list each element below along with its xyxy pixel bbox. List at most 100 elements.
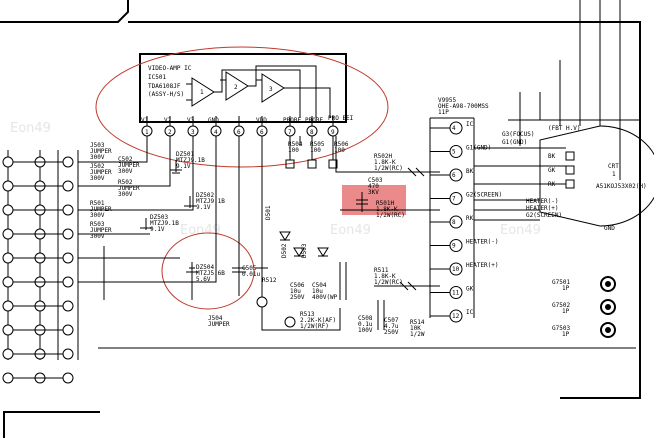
socket-pin-label: RK	[466, 215, 474, 222]
ic-assy: (ASSY-H/S)	[148, 91, 184, 98]
svg-text:JUMPER: JUMPER	[90, 169, 112, 176]
svg-text:10u: 10u	[312, 288, 323, 295]
svg-text:PRO BEI: PRO BEI	[328, 115, 354, 122]
socket-pins: 4IC5G1(GND)6BK7G2(SCREEN)8RK9HEATER(-)10…	[430, 121, 502, 323]
socket-part: OHE-A98-700MSS	[438, 103, 489, 110]
svg-text:DZ504: DZ504	[196, 264, 214, 271]
socket-pin-label: GK	[466, 286, 474, 293]
svg-text:100V: 100V	[358, 327, 373, 334]
svg-text:G2(SCREEN): G2(SCREEN)	[526, 212, 562, 219]
svg-text:9.1V: 9.1V	[176, 163, 191, 170]
socket-pin-label: BK	[466, 168, 474, 175]
svg-text:C507: C507	[384, 317, 399, 324]
spark-gap: G7501 1P	[552, 276, 616, 292]
socket-pins-label: 11P	[438, 109, 449, 116]
svg-text:1/2W(RC): 1/2W(RC)	[374, 279, 403, 286]
svg-text:(FBT H.V): (FBT H.V)	[548, 125, 581, 132]
svg-text:JUMPER: JUMPER	[90, 227, 112, 234]
connector-pin	[62, 324, 74, 336]
svg-text:MTZJ9.1B: MTZJ9.1B	[150, 220, 179, 227]
socket-pin-number: 6	[452, 172, 456, 179]
svg-text:R501H: R501H	[376, 200, 394, 207]
svg-text:D501: D501	[265, 205, 272, 220]
svg-text:9: 9	[331, 129, 335, 136]
watermarks: Eon49 Eon49 Eon49 Eon49	[10, 121, 541, 238]
svg-text:PROBE: PROBE	[305, 117, 323, 124]
ic-body	[139, 53, 347, 123]
middle-parts: R504 100 R505 100 R506 100 C505 0.01u D5…	[208, 136, 425, 338]
svg-text:MTZJ9.1B: MTZJ9.1B	[176, 157, 205, 164]
socket-ref: V9955	[438, 97, 456, 104]
connector-pin	[62, 180, 74, 192]
svg-text:R512: R512	[262, 277, 277, 284]
connector-row	[2, 204, 74, 216]
board-outline	[0, 0, 641, 438]
svg-text:D502: D502	[281, 243, 288, 258]
connector-row	[2, 276, 74, 288]
svg-text:1: 1	[612, 171, 616, 178]
svg-text:1/2W(RC): 1/2W(RC)	[376, 212, 405, 219]
svg-text:1P: 1P	[562, 331, 570, 338]
crt-part: A51KOJ53X02(H)	[596, 183, 647, 190]
connector-pin	[2, 372, 14, 384]
ic-pin: 8 PROBE	[305, 116, 323, 137]
svg-text:G7502: G7502	[552, 302, 570, 309]
connector-pin	[62, 228, 74, 240]
ic-part: TDA6108JF	[148, 83, 181, 90]
socket-pin-label: IC	[466, 309, 474, 316]
svg-text:DZ502: DZ502	[196, 192, 214, 199]
ic-pin: 9 PRO BEI	[327, 115, 354, 137]
ic-pin: 7 PROBE	[283, 116, 301, 137]
connector-row	[2, 228, 74, 240]
svg-text:3: 3	[269, 86, 273, 93]
svg-text:100: 100	[288, 147, 299, 154]
svg-text:2: 2	[168, 129, 172, 136]
svg-text:C506: C506	[290, 282, 305, 289]
left-parts: J503 JUMPER 300V C502 JUMPER 300V J502 J…	[90, 142, 225, 283]
svg-text:6: 6	[237, 129, 241, 136]
svg-text:C508: C508	[358, 315, 373, 322]
svg-text:C505: C505	[242, 265, 257, 272]
svg-text:1/2W: 1/2W	[410, 331, 425, 338]
svg-text:R504: R504	[288, 141, 303, 148]
svg-text:1/2W(RC): 1/2W(RC)	[374, 165, 403, 172]
svg-text:G7501: G7501	[552, 279, 570, 286]
watermark: Eon49	[330, 223, 371, 238]
svg-text:V1: V1	[141, 117, 149, 124]
svg-text:HEATER(+): HEATER(+)	[526, 205, 559, 212]
socket-pin: 8RK	[430, 215, 474, 229]
watermark: Eon49	[10, 121, 51, 136]
annotation-ellipse	[161, 232, 255, 310]
svg-text:9.1V: 9.1V	[150, 226, 165, 233]
svg-text:G1(GND): G1(GND)	[502, 139, 527, 146]
socket-pin-number: 11	[452, 290, 460, 297]
svg-text:PROBE: PROBE	[283, 117, 301, 124]
svg-text:2.2K-K(AF): 2.2K-K(AF)	[300, 317, 336, 324]
ic-pin: 1 V1	[141, 116, 153, 137]
ic-pin: 3 V3	[187, 116, 199, 137]
svg-text:V2: V2	[164, 117, 172, 124]
socket-pin-number: 7	[452, 196, 456, 203]
connector-rows	[2, 156, 74, 384]
socket-pin: 11 GK	[430, 286, 474, 299]
svg-text:300V: 300V	[118, 191, 133, 198]
socket-pin-number: 12	[452, 313, 460, 320]
svg-text:400V(WP: 400V(WP	[312, 294, 338, 301]
connector-pin	[2, 228, 14, 240]
socket-pin: 4IC	[430, 121, 474, 135]
socket-pin-number: 4	[452, 125, 456, 132]
svg-text:3: 3	[191, 129, 195, 136]
connector-pin	[62, 252, 74, 264]
svg-text:4.7u: 4.7u	[384, 323, 399, 330]
ic-pin: 6	[233, 116, 245, 137]
svg-text:C504: C504	[312, 282, 327, 289]
svg-text:1.8K-K: 1.8K-K	[374, 159, 396, 166]
svg-text:G7503: G7503	[552, 325, 570, 332]
svg-text:GK: GK	[548, 167, 556, 174]
video-amp-ic: VIDEO-AMP IC IC501 TDA6108JF (ASSY-H/S) …	[139, 53, 347, 123]
connector-pin	[2, 348, 14, 360]
ic-ref: IC501	[148, 74, 166, 81]
svg-text:R502H: R502H	[374, 153, 392, 160]
svg-text:7: 7	[288, 129, 292, 136]
